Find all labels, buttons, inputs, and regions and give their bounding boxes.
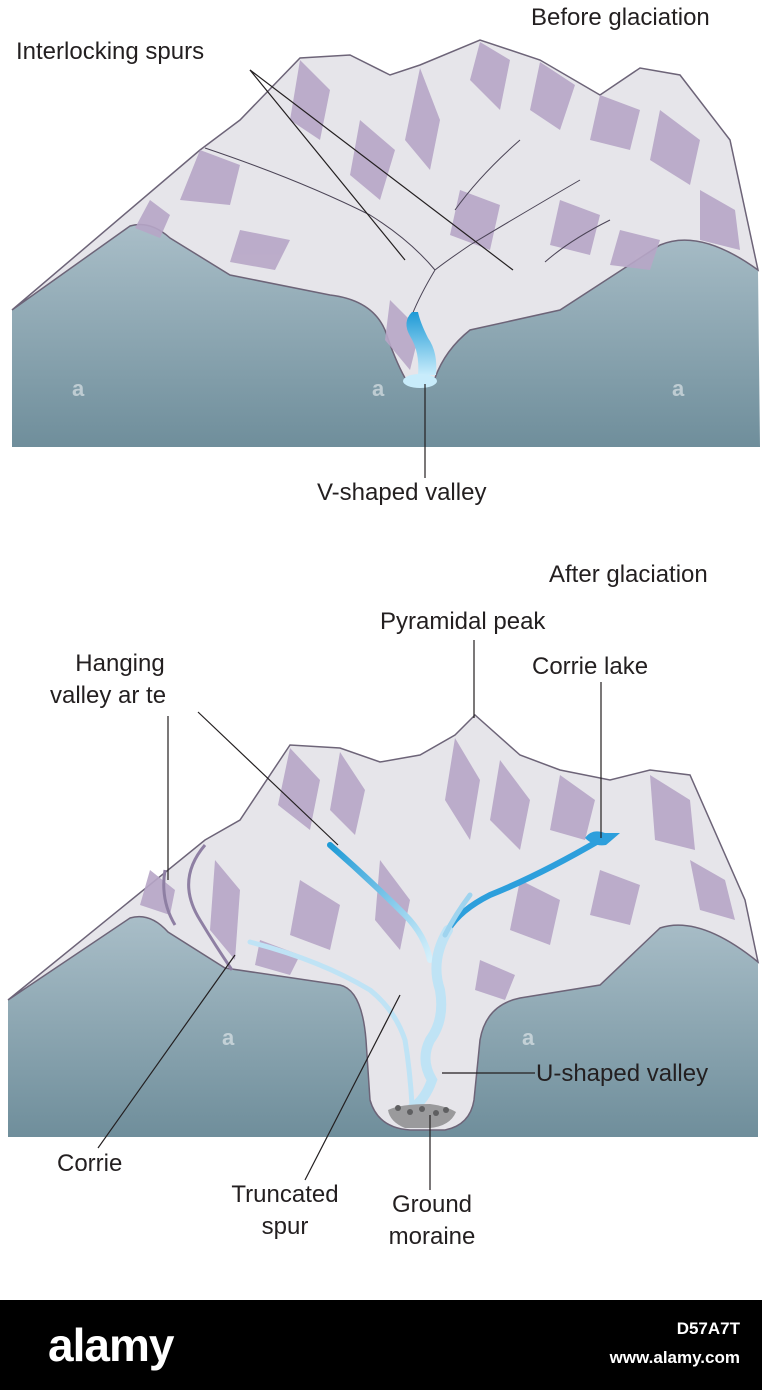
label-truncated-spur-line2: spur (210, 1212, 360, 1242)
image-id: D57A7T (677, 1319, 740, 1339)
label-pyramidal-peak: Pyramidal peak (380, 607, 545, 637)
svg-text:a: a (72, 376, 85, 401)
svg-text:a: a (222, 1025, 235, 1050)
label-corrie: Corrie (57, 1149, 122, 1179)
label-ground-moraine-line2: moraine (370, 1222, 494, 1252)
svg-text:a: a (372, 376, 385, 401)
label-hanging-valley-line2: valley ar te (50, 681, 166, 711)
before-glaciation-title: Before glaciation (531, 3, 710, 33)
label-interlocking-spurs: Interlocking spurs (16, 37, 204, 67)
after-glaciation-title: After glaciation (549, 560, 708, 590)
river-pool-before (403, 374, 437, 388)
alamy-logo: alamy (48, 1318, 173, 1372)
svg-text:a: a (672, 376, 685, 401)
label-truncated-spur-line1: Truncated (210, 1180, 360, 1210)
svg-text:a: a (522, 1025, 535, 1050)
watermark-footer: alamy D57A7T www.alamy.com (0, 1300, 762, 1390)
label-u-shaped-valley: U-shaped valley (536, 1059, 708, 1089)
label-hanging-valley-line1: Hanging (50, 649, 190, 679)
label-ground-moraine-line1: Ground (370, 1190, 494, 1220)
label-corrie-lake: Corrie lake (532, 652, 648, 682)
site-url: www.alamy.com (610, 1348, 740, 1368)
label-v-shaped-valley: V-shaped valley (317, 478, 486, 508)
